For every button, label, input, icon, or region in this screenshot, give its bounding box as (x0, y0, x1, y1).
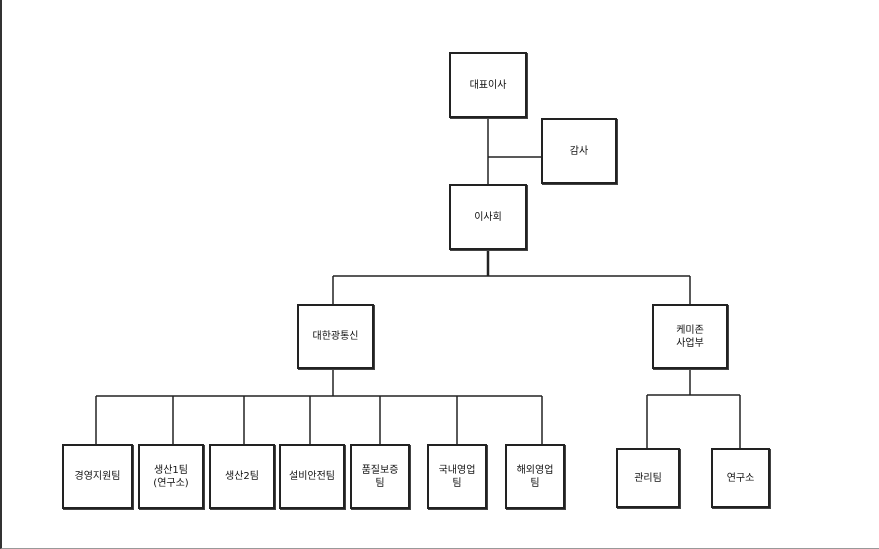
node-domestic-sales: 국내영업 팀 (427, 444, 487, 509)
node-prod2: 생산2팀 (209, 444, 275, 509)
node-facility-safety: 설비안전팀 (279, 444, 345, 509)
node-chemizon: 케미존 사업부 (652, 304, 728, 369)
node-prod1: 생산1팀 (연구소) (138, 444, 204, 509)
node-admin: 관리팀 (616, 448, 680, 508)
node-chemizon-line-2: 사업부 (676, 337, 704, 349)
node-mgmt-support: 경영지원팀 (62, 444, 133, 509)
node-facility-safety-line-1: 설비안전팀 (289, 471, 335, 482)
node-overseas-sales: 해외영업 팀 (505, 444, 565, 509)
node-quality: 품질보증 팀 (350, 444, 410, 509)
node-prod1-line-2: (연구소) (153, 477, 189, 489)
node-research: 연구소 (711, 448, 770, 508)
node-auditor: 감사 (541, 118, 617, 184)
node-auditor-line-1: 감사 (569, 145, 589, 157)
node-prod1-line-1: 생산1팀 (154, 464, 188, 476)
node-domestic-sales-line-1: 국내영업 (438, 464, 476, 476)
node-board: 이사회 (449, 184, 527, 250)
node-admin-line-1: 관리팀 (634, 472, 662, 484)
node-quality-line-1: 품질보증 (361, 464, 399, 476)
node-research-line-1: 연구소 (726, 472, 755, 484)
node-board-line-1: 이사회 (474, 211, 502, 223)
node-overseas-sales-line-1: 해외영업 (516, 464, 554, 476)
node-ceo-line-1: 대표이사 (469, 79, 507, 91)
node-ceo: 대표이사 (449, 52, 527, 118)
node-prod2-line-1: 생산2팀 (225, 471, 259, 482)
node-daehan-line-1: 대한광통신 (312, 331, 359, 342)
node-domestic-sales-line-2: 팀 (452, 477, 462, 489)
node-chemizon-line-1: 케미존 (676, 324, 704, 336)
node-overseas-sales-line-2: 팀 (530, 477, 540, 489)
node-quality-line-2: 팀 (375, 477, 385, 489)
node-daehan: 대한광통신 (297, 304, 374, 369)
node-mgmt-support-line-1: 경영지원팀 (74, 471, 121, 482)
